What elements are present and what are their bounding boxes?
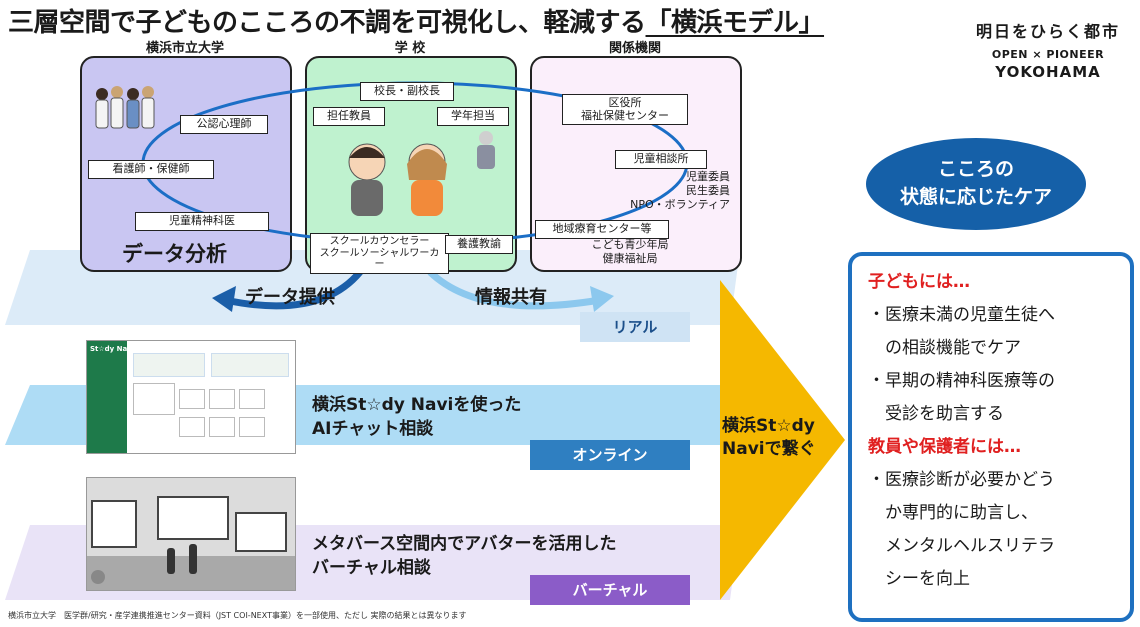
children-line: ・早期の精神科医療等の xyxy=(868,371,1055,391)
role-child-psychiatrist: 児童精神科医 xyxy=(135,212,269,231)
care-ellipse: こころの 状態に応じたケア xyxy=(866,138,1086,230)
column-university: 横浜市立大学 xyxy=(145,41,224,56)
teacher-illustration xyxy=(477,131,495,169)
online-description: 横浜St☆dy Naviを使った AIチャット相談 xyxy=(312,395,522,439)
avatar xyxy=(189,544,197,574)
medical-staff-illustration xyxy=(95,86,155,129)
avatar xyxy=(167,548,175,574)
virtual-pill: バーチャル xyxy=(530,575,690,605)
adults-heading: 教員や保護者には… xyxy=(868,437,1021,457)
connector-label: 横浜St☆dy Naviで繋ぐ xyxy=(722,416,816,459)
column-agencies: 関係機関 xyxy=(608,41,661,56)
info-share-label: 情報共有 xyxy=(475,287,547,308)
data-provide-label: データ提供 xyxy=(245,287,335,308)
children-illustration xyxy=(348,143,447,216)
role-grade: 学年担当 xyxy=(437,107,509,126)
children-line: の相談機能でケア xyxy=(868,338,1021,358)
adults-line: シーを向上 xyxy=(868,569,970,589)
role-nurse: 看護師・保健師 xyxy=(88,160,214,179)
data-provide-arrow xyxy=(224,269,363,310)
page-title: 三層空間で子どものこころの不調を可視化し、軽減する「横浜モデル」 xyxy=(8,2,825,39)
role-rehab-center: 地域療育センター等 xyxy=(535,220,669,239)
info-share-arrowhead xyxy=(590,286,614,312)
role-psychologist: 公認心理師 xyxy=(180,115,268,134)
data-analysis-label: データ分析 xyxy=(122,242,227,266)
role-counselor: スクールカウンセラー スクールソーシャルワーカー xyxy=(310,233,449,274)
real-pill: リアル xyxy=(580,312,690,342)
logo-slogan: 明日をひらく都市 xyxy=(975,22,1120,41)
role-ward-office: 区役所 福祉保健センター xyxy=(562,94,688,126)
study-navi-screenshot: St☆dy Navi xyxy=(86,340,296,454)
title-highlight: 「横浜モデル」 xyxy=(645,8,825,38)
children-line: ・医療未満の児童生徒へ xyxy=(868,305,1055,325)
footer-note: 横浜市立大学 医学群/研究・産学連携推進センター資料（JST COI-NEXT事… xyxy=(8,611,467,620)
app-sidebar xyxy=(87,341,127,453)
column-school: 学 校 xyxy=(394,41,426,56)
role-child-guidance: 児童相談所 xyxy=(615,150,707,169)
role-principal: 校長・副校長 xyxy=(360,82,454,101)
adults-line: か専門的に助言し、 xyxy=(868,503,1038,523)
children-heading: 子どもには… xyxy=(868,272,970,292)
adults-line: メンタルヘルスリテラ xyxy=(868,536,1055,556)
connector-arrow xyxy=(720,280,845,600)
info-share-arrow xyxy=(427,269,601,310)
yokohama-logo: 明日をひらく都市 OPEN × PIONEER YOKOHAMA xyxy=(976,18,1120,81)
online-pill: オンライン xyxy=(530,440,690,470)
care-box: 子どもには… ・医療未満の児童生徒へ の相談機能でケア ・早期の精神科医療等の … xyxy=(848,252,1134,622)
care-ellipse-text: こころの 状態に応じたケア xyxy=(899,158,1052,208)
virtual-description: メタバース空間内でアバターを活用した バーチャル相談 xyxy=(312,534,617,578)
role-volunteers: 児童委員 民生委員 NPO・ボランティア xyxy=(630,170,730,211)
app-name: St☆dy Navi xyxy=(90,345,135,353)
logo-tagline: OPEN × PIONEER xyxy=(991,48,1105,61)
logo-city: YOKOHAMA xyxy=(995,63,1101,81)
data-provide-arrowhead xyxy=(212,286,236,312)
metaverse-screenshot xyxy=(86,477,296,591)
role-youth-bureau: こども青少年局 健康福祉局 xyxy=(591,238,669,265)
children-line: 受診を助言する xyxy=(868,404,1004,424)
title-main: 三層空間で子どものこころの不調を可視化し、軽減する xyxy=(8,8,646,38)
role-nurse-teacher: 養護教諭 xyxy=(445,235,513,254)
role-homeroom: 担任教員 xyxy=(313,107,385,126)
adults-line: ・医療診断が必要かどう xyxy=(868,470,1055,490)
